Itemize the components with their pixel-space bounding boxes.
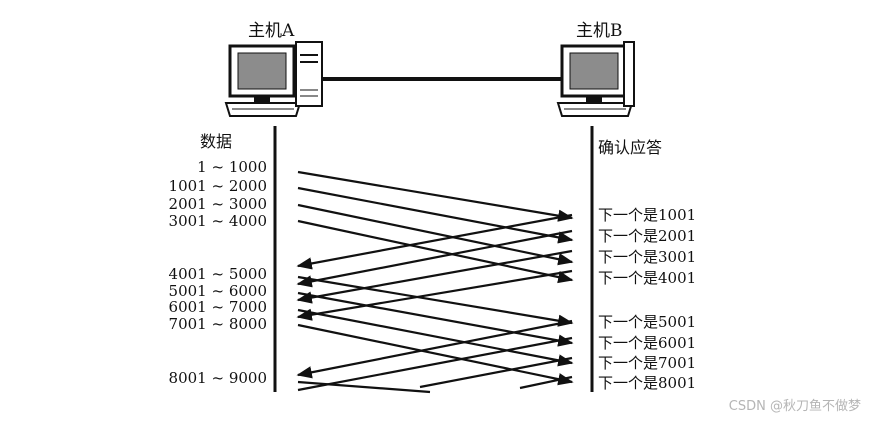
data-arrow <box>297 170 574 222</box>
computer-a-icon <box>224 41 323 117</box>
data-segment-label: 1001 ~ 2000 <box>168 177 267 195</box>
data-arrow <box>297 380 431 394</box>
data-segment-label: 5001 ~ 6000 <box>168 282 267 300</box>
ack-label: 下一个是7001 <box>598 354 697 372</box>
host-b-label: 主机B <box>576 21 623 41</box>
ack-arrow <box>296 319 573 379</box>
ack-arrow <box>419 356 573 389</box>
ack-label: 下一个是4001 <box>598 269 697 287</box>
ack-label: 下一个是6001 <box>598 334 697 352</box>
ack-arrow <box>296 249 573 304</box>
ack-header: 确认应答 <box>598 138 663 157</box>
ack-arrow <box>296 229 573 288</box>
ack-label: 下一个是1001 <box>598 206 697 224</box>
ack-arrow <box>296 269 573 321</box>
data-segment-label: 1 ~ 1000 <box>197 158 267 176</box>
data-segment-label: 3001 ~ 4000 <box>168 212 267 230</box>
ack-arrow <box>296 213 573 270</box>
ack-label: 下一个是3001 <box>598 248 697 266</box>
ack-label: 下一个是8001 <box>598 374 697 392</box>
ack-arrow <box>519 375 573 390</box>
watermark: CSDN @秋刀鱼不做梦 <box>728 399 861 414</box>
data-segment-label: 4001 ~ 5000 <box>168 265 267 283</box>
ack-label: 下一个是2001 <box>598 227 697 245</box>
data-arrow <box>297 291 574 347</box>
computer-b-icon <box>556 41 635 117</box>
data-segment-label: 7001 ~ 8000 <box>168 315 267 333</box>
ack-label: 下一个是5001 <box>598 313 697 331</box>
data-arrow <box>297 323 574 386</box>
data-header: 数据 <box>200 132 233 151</box>
data-segment-label: 8001 ~ 9000 <box>168 369 267 387</box>
data-segment-label: 2001 ~ 3000 <box>168 195 267 213</box>
data-segment-label: 6001 ~ 7000 <box>168 298 267 316</box>
data-arrow <box>297 219 574 284</box>
data-arrow <box>297 186 574 244</box>
data-arrow <box>297 275 574 327</box>
ack-arrow <box>297 336 573 392</box>
host-a-label: 主机A <box>248 21 295 41</box>
data-arrow <box>297 203 574 266</box>
data-arrow <box>297 308 574 367</box>
